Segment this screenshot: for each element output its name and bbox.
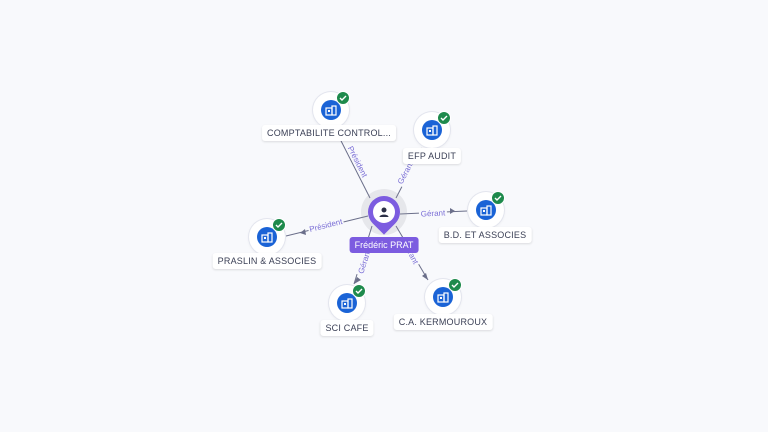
company-node-praslin[interactable] <box>249 218 286 255</box>
company-icon <box>321 100 341 120</box>
company-icon <box>476 200 496 220</box>
edge-label-group-bd: Gérant <box>418 207 448 219</box>
edge-arrow-bd <box>450 208 455 214</box>
company-node-kermouroux[interactable] <box>425 278 462 315</box>
company-label-kermouroux[interactable]: C.A. KERMOUROUX <box>393 314 493 330</box>
edge-arrow-scicafe <box>354 277 361 284</box>
edge-label-praslin: Président <box>308 217 344 234</box>
company-label-efp[interactable]: EFP AUDIT <box>402 148 462 164</box>
company-label-scicafe[interactable]: SCI CAFE <box>320 320 374 336</box>
company-label-bd[interactable]: B.D. ET ASSOCIES <box>438 227 532 243</box>
center-person-label[interactable]: Frédéric PRAT <box>349 237 419 253</box>
company-label-praslin[interactable]: PRASLIN & ASSOCIES <box>212 253 322 269</box>
person-icon[interactable] <box>373 201 395 223</box>
company-icon <box>257 227 277 247</box>
company-node-bd[interactable] <box>468 191 505 228</box>
edge-arrow-kermouroux <box>422 273 428 280</box>
edge-label-group-praslin: Président <box>307 215 345 235</box>
company-node-efp[interactable] <box>414 111 451 148</box>
edge-label-bd: Gérant <box>421 208 447 218</box>
company-node-scicafe[interactable] <box>329 284 366 321</box>
company-label-comptabilite[interactable]: COMPTABILITE CONTROL... <box>262 125 396 141</box>
company-icon <box>422 120 442 140</box>
verified-check-icon <box>336 91 350 105</box>
company-icon <box>433 287 453 307</box>
company-node-comptabilite[interactable] <box>313 91 350 128</box>
verified-check-icon <box>491 191 505 205</box>
verified-check-icon <box>448 278 462 292</box>
company-icon <box>337 293 357 313</box>
verified-check-icon <box>352 284 366 298</box>
verified-check-icon <box>437 111 451 125</box>
edge-arrow-praslin <box>300 229 306 235</box>
verified-check-icon <box>272 218 286 232</box>
